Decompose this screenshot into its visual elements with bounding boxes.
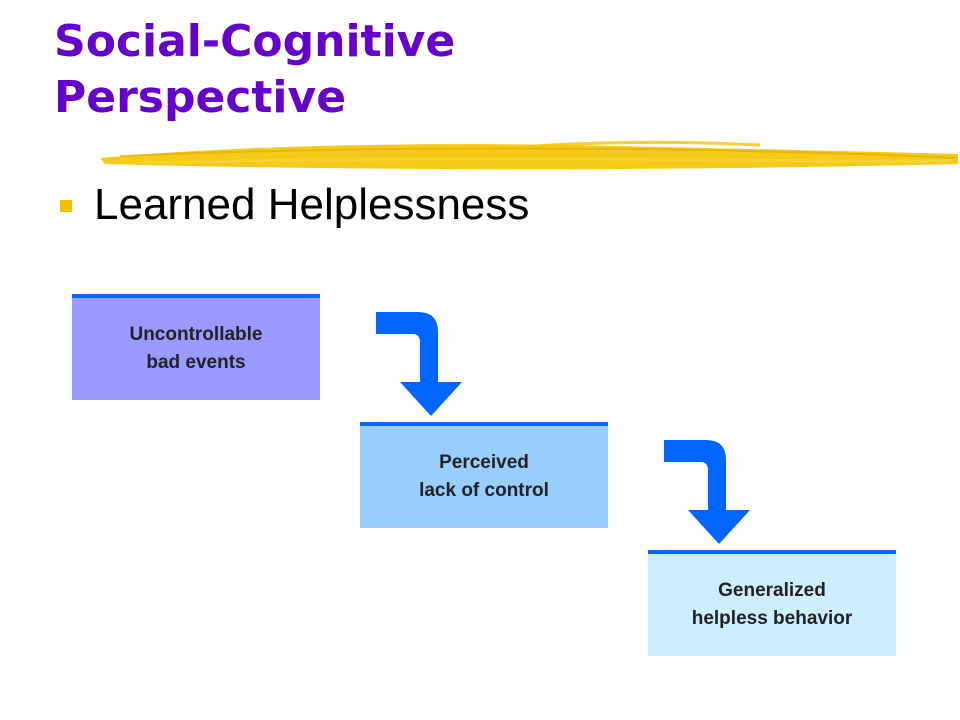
slide-title-line-2: Perspective — [54, 72, 347, 123]
highlighter-stroke-decoration — [100, 140, 958, 170]
curved-down-arrow-icon — [376, 312, 462, 416]
slide-title: Social-Cognitive Perspective — [54, 14, 455, 126]
step-box-generalized-helpless-behavior: Generalized helpless behavior — [648, 550, 896, 656]
step-box-perceived-lack-of-control: Perceived lack of control — [360, 422, 608, 528]
bullet-item: Learned Helplessness — [60, 180, 529, 230]
slide-title-line-1: Social-Cognitive — [54, 16, 456, 67]
step-box-uncontrollable-events: Uncontrollable bad events — [72, 294, 320, 400]
square-bullet-icon — [60, 200, 72, 212]
curved-down-arrow-icon — [664, 440, 750, 544]
bullet-text: Learned Helplessness — [94, 180, 530, 229]
